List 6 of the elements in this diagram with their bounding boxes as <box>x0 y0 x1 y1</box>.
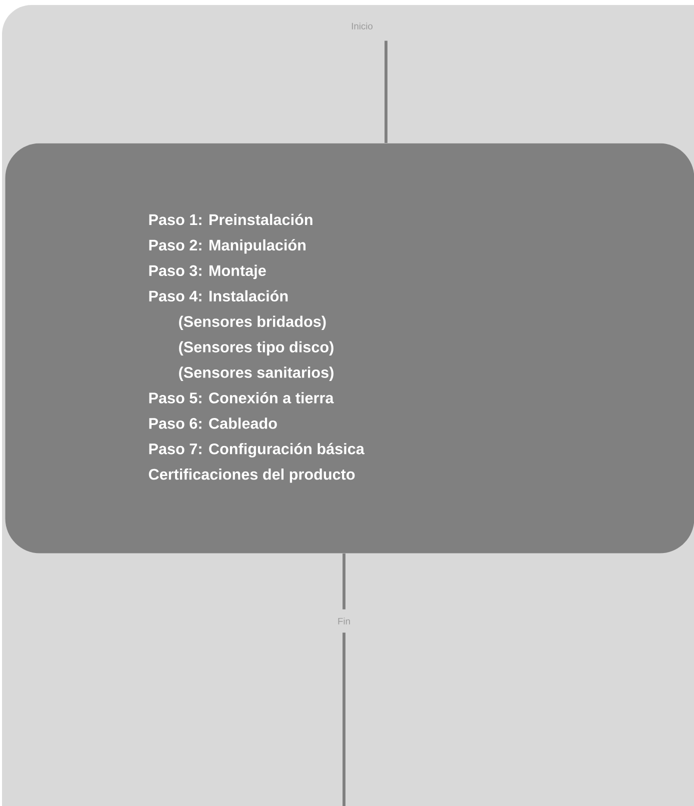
step-list-box: Paso 1: Preinstalación Paso 2: Manipulación Paso 3: Montaje Paso 4: Instalación (Sensores bridados) (Sensores tipo disco) (Sensores sanitarios) Paso 5: Conexión a tierra Paso 6: Cableado Paso 7: Configuración básica Certificaciones del producto <box>5 143 694 554</box>
connector-line <box>384 40 388 143</box>
connector-line <box>342 554 346 610</box>
terminal-label: Inicio <box>352 22 372 30</box>
connector-line <box>342 632 346 806</box>
terminal-label: Fin <box>338 618 350 624</box>
